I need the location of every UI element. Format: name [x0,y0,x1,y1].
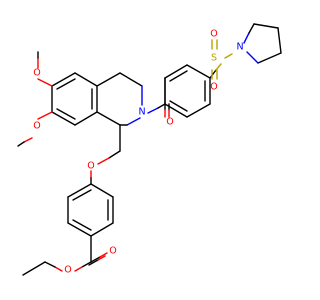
atom-sulfur-sulfonyl: S [211,53,217,64]
atom-oxygen-sulfonyl-bottom: O [210,82,217,93]
atom-oxygen-ether: O [87,161,94,172]
atom-nitrogen-ring: N [138,107,145,118]
ether-linker [90,124,121,185]
piperidine-ring [96,72,143,126]
atom-oxygen-ester: O [64,265,71,276]
ethyl-ester-group [22,235,108,276]
atom-oxygen-ester-carbonyl: O [109,246,116,257]
methoxy-group-top [37,51,53,87]
atom-oxygen-methoxy-top: O [33,68,40,79]
dimethoxy-benzene-ring [51,72,98,126]
methoxy-group-bottom [17,111,53,147]
benzoate-ring [67,183,114,237]
molecule-structure: O O N O S O O N O O O [17,23,282,276]
pyrrolidine-ring [243,23,282,64]
atom-oxygen-methoxy-bottom: O [33,121,40,132]
sulfonyl-benzene-ring [164,64,211,118]
atom-nitrogen-pyrrolidine: N [236,42,243,53]
benzoyl-group [147,77,170,118]
atom-oxygen-sulfonyl-top: O [210,29,217,40]
atom-oxygen-carbonyl: O [166,117,173,128]
sulfonyl-group [209,39,233,80]
atom-labels: O O N O S O O N O O O [33,29,243,276]
